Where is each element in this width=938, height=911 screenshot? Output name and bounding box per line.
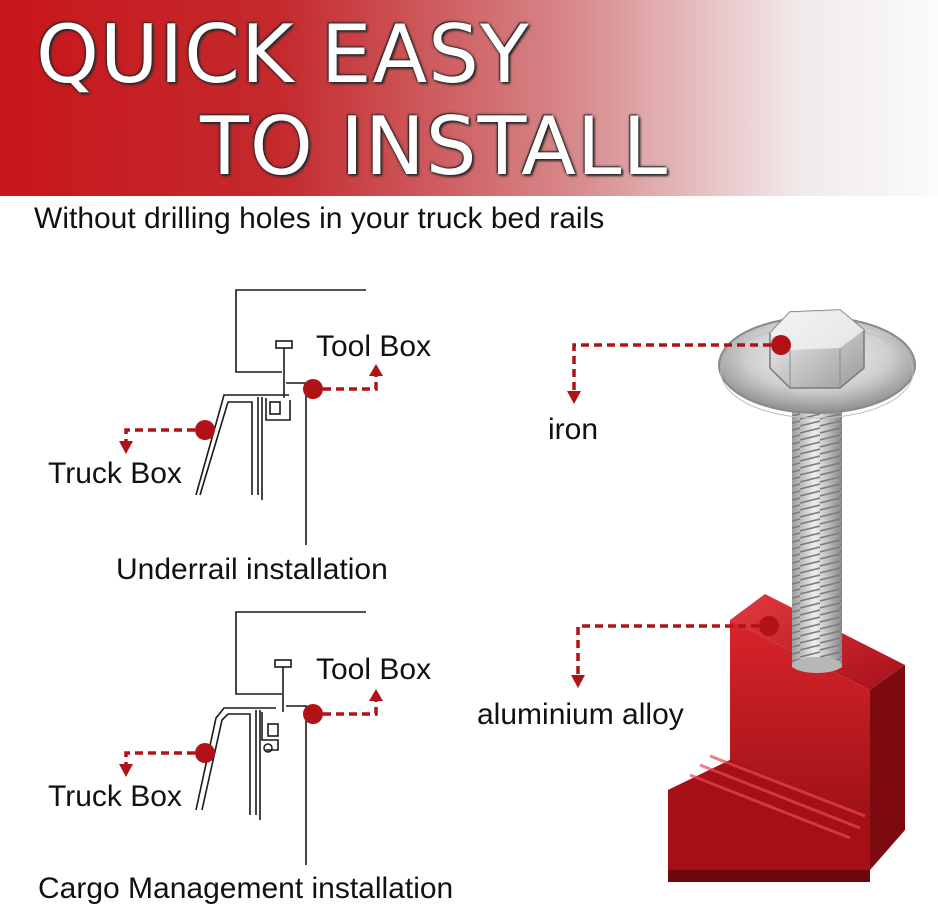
tool-box-outline (235, 289, 366, 373)
arrow-down-icon (567, 391, 581, 404)
iron-dot (771, 335, 791, 355)
truck-box-rail (195, 394, 289, 496)
underrail-caption: Underrail installation (116, 553, 388, 586)
clamp-block (269, 401, 281, 415)
arrow-up-icon (369, 689, 383, 701)
underrail-callouts (119, 364, 383, 454)
cargo-caption: Cargo Management installation (38, 872, 454, 905)
subtitle: Without drilling holes in your truck bed… (34, 202, 605, 235)
cargo-diagram (195, 611, 366, 865)
iron-label: iron (548, 413, 599, 446)
tool-box-wall (286, 382, 307, 545)
tool-box-label: Tool Box (316, 330, 432, 363)
tool-box-dot-2 (303, 704, 323, 724)
product-photo (668, 309, 916, 882)
bolt-head-2 (274, 659, 292, 668)
cargo-clamp (261, 712, 279, 751)
underrail-diagram (195, 289, 366, 545)
banner-title-line-2: TO INSTALL (200, 100, 669, 193)
truck-box-label: Truck Box (48, 457, 182, 490)
aluminium-dot (759, 616, 779, 636)
tool-box-label-2: Tool Box (316, 653, 432, 686)
truck-box-dot-2 (195, 743, 215, 763)
tool-box-dot (303, 379, 323, 399)
aluminium-clamp (668, 594, 905, 882)
banner-title-line-1: QUICK EASY (36, 8, 530, 101)
truck-box-dot (195, 420, 215, 440)
product-callouts (567, 335, 791, 688)
tool-box-outline-2 (235, 611, 366, 695)
clamp-j (265, 398, 291, 421)
truck-box-label-2: Truck Box (48, 780, 182, 813)
truck-box-rail-inner (199, 401, 253, 496)
arrow-down-icon (119, 764, 133, 777)
bolt-head (275, 340, 293, 349)
arrow-down-icon (571, 675, 585, 688)
cargo-callouts (119, 689, 383, 777)
arrow-up-icon (369, 364, 383, 376)
tool-box-wall-2 (286, 705, 307, 865)
mount-bracket (257, 397, 263, 500)
truck-box-rail-2 (195, 707, 276, 811)
arrow-down-icon (119, 441, 133, 454)
header-banner: QUICK EASY TO INSTALL (0, 0, 938, 196)
aluminium-label: aluminium alloy (477, 698, 684, 731)
